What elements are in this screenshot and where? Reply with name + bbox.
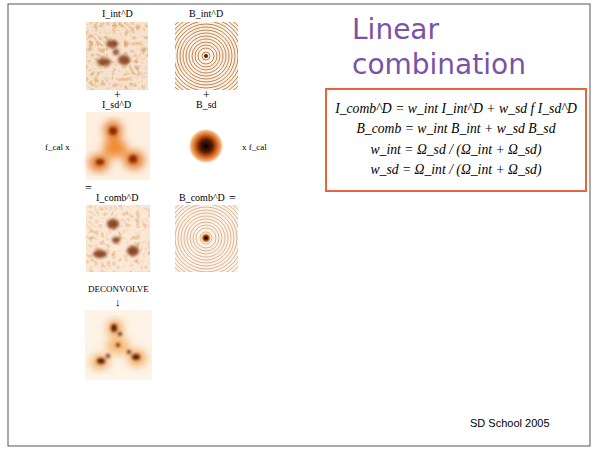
slide-title: Linear combination	[352, 12, 584, 82]
formula-line: B_comb = w_int B_int + w_sd B_sd	[335, 120, 577, 138]
equals-sign: =	[85, 182, 92, 194]
image-label: I_comb^D	[96, 193, 138, 203]
step-label: DECONVOLVE	[88, 285, 149, 294]
footer-note: SD School 2005	[470, 418, 550, 429]
formula-line: w_int = Ω_sd / (Ω_int + Ω_sd)	[335, 141, 577, 159]
formula-box: I_comb^D = w_int I_int^D + w_sd f I_sd^D…	[325, 88, 587, 192]
image-label: B_comb^D	[179, 193, 225, 203]
image-label: B_sd	[196, 100, 217, 110]
step-arrow: ↓	[115, 297, 121, 308]
equals-sign: =	[229, 192, 236, 204]
formula-line: I_comb^D = w_int I_int^D + w_sd f I_sd^D	[335, 100, 577, 118]
image-label: I_int^D	[102, 9, 133, 19]
scale-factor: x f_cal	[242, 143, 267, 152]
image-label: I_sd^D	[102, 100, 131, 110]
image-label: B_int^D	[189, 9, 223, 19]
scale-factor: f_cal x	[45, 143, 70, 152]
formula-line: w_sd = Ω_int / (Ω_int + Ω_sd)	[335, 161, 577, 179]
